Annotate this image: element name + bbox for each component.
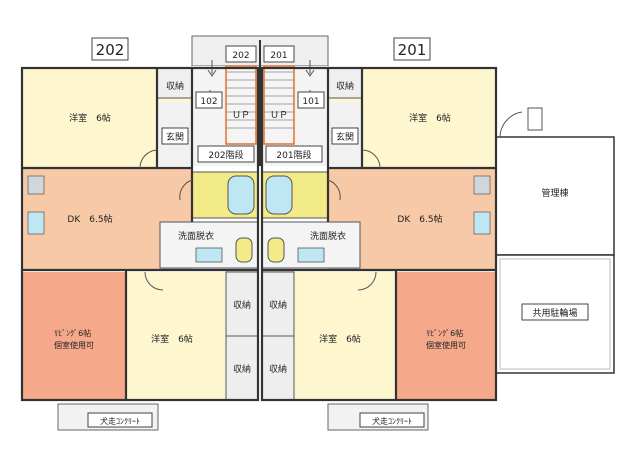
left-dk: DK 6.5帖 <box>67 213 112 225</box>
right-washroom: 洗面脱衣 <box>310 230 346 242</box>
left-living-line1: ﾘﾋﾞﾝｸﾞ6帖 <box>54 328 91 338</box>
management-building: 管理棟 <box>495 136 615 256</box>
left-washroom: 洗面脱衣 <box>178 230 214 242</box>
left-storage-top: 収納 <box>166 80 184 92</box>
dog-run-right-label: 犬走ｺﾝｸﾘｰﾄ <box>372 416 412 426</box>
right-western-bottom: 洋室 6帖 <box>319 333 361 345</box>
right-storage-1: 収納 <box>269 299 287 311</box>
right-living-line2: 個室使用可 <box>426 340 466 350</box>
bike-parking-label: 共用駐輪場 <box>532 307 577 319</box>
dog-run-left: 犬走ｺﾝｸﾘｰﾄ <box>57 403 159 431</box>
up-left: ＵＰ <box>232 111 250 121</box>
stair-tag-202 <box>225 45 257 63</box>
left-stair-label: 202階段 <box>208 149 243 161</box>
right-storage-2: 収納 <box>269 363 287 375</box>
stair-tag-201-text: 201 <box>270 51 287 61</box>
left-unit <box>20 66 260 402</box>
up-right: ＵＰ <box>270 111 288 121</box>
left-stair-label-box <box>197 145 255 163</box>
stair-tag-201 <box>263 45 295 63</box>
left-door-number-box <box>195 91 223 109</box>
left-living: ﾘﾋﾞﾝｸﾞ6帖 個室使用可 <box>54 328 94 350</box>
left-door-number: 102 <box>200 97 217 107</box>
annex-door <box>499 107 543 138</box>
left-entrance: 玄関 <box>166 131 184 143</box>
left-living-line2: 個室使用可 <box>54 340 94 350</box>
right-entrance: 玄関 <box>336 131 354 143</box>
right-stair-label: 201階段 <box>276 149 311 161</box>
unit-tag-202 <box>91 37 129 61</box>
right-living-line1: ﾘﾋﾞﾝｸﾞ6帖 <box>426 328 463 338</box>
right-stair-label-box <box>265 145 323 163</box>
left-western-top: 洋室 6帖 <box>69 112 111 124</box>
right-door-number: 101 <box>302 97 319 107</box>
unit-tag-201-text: 201 <box>398 41 427 59</box>
dog-run-right: 犬走ｺﾝｸﾘｰﾄ <box>327 403 429 431</box>
management-label: 管理棟 <box>541 187 568 199</box>
dog-run-left-label: 犬走ｺﾝｸﾘｰﾄ <box>100 416 140 426</box>
right-storage-top: 収納 <box>336 80 354 92</box>
left-storage-1: 収納 <box>233 299 251 311</box>
unit-tag-202-text: 202 <box>96 41 125 59</box>
stair-tag-202-text: 202 <box>232 51 249 61</box>
unit-tag-201 <box>393 37 431 61</box>
bike-parking: 共用駐輪場 <box>495 254 615 374</box>
right-door-number-box <box>297 91 325 109</box>
right-living: ﾘﾋﾞﾝｸﾞ6帖 個室使用可 <box>426 328 466 350</box>
right-dk: DK 6.5帖 <box>397 213 442 225</box>
left-western-bottom: 洋室 6帖 <box>151 333 193 345</box>
right-western-top: 洋室 6帖 <box>409 112 451 124</box>
left-storage-2: 収納 <box>233 363 251 375</box>
right-unit <box>260 66 498 402</box>
